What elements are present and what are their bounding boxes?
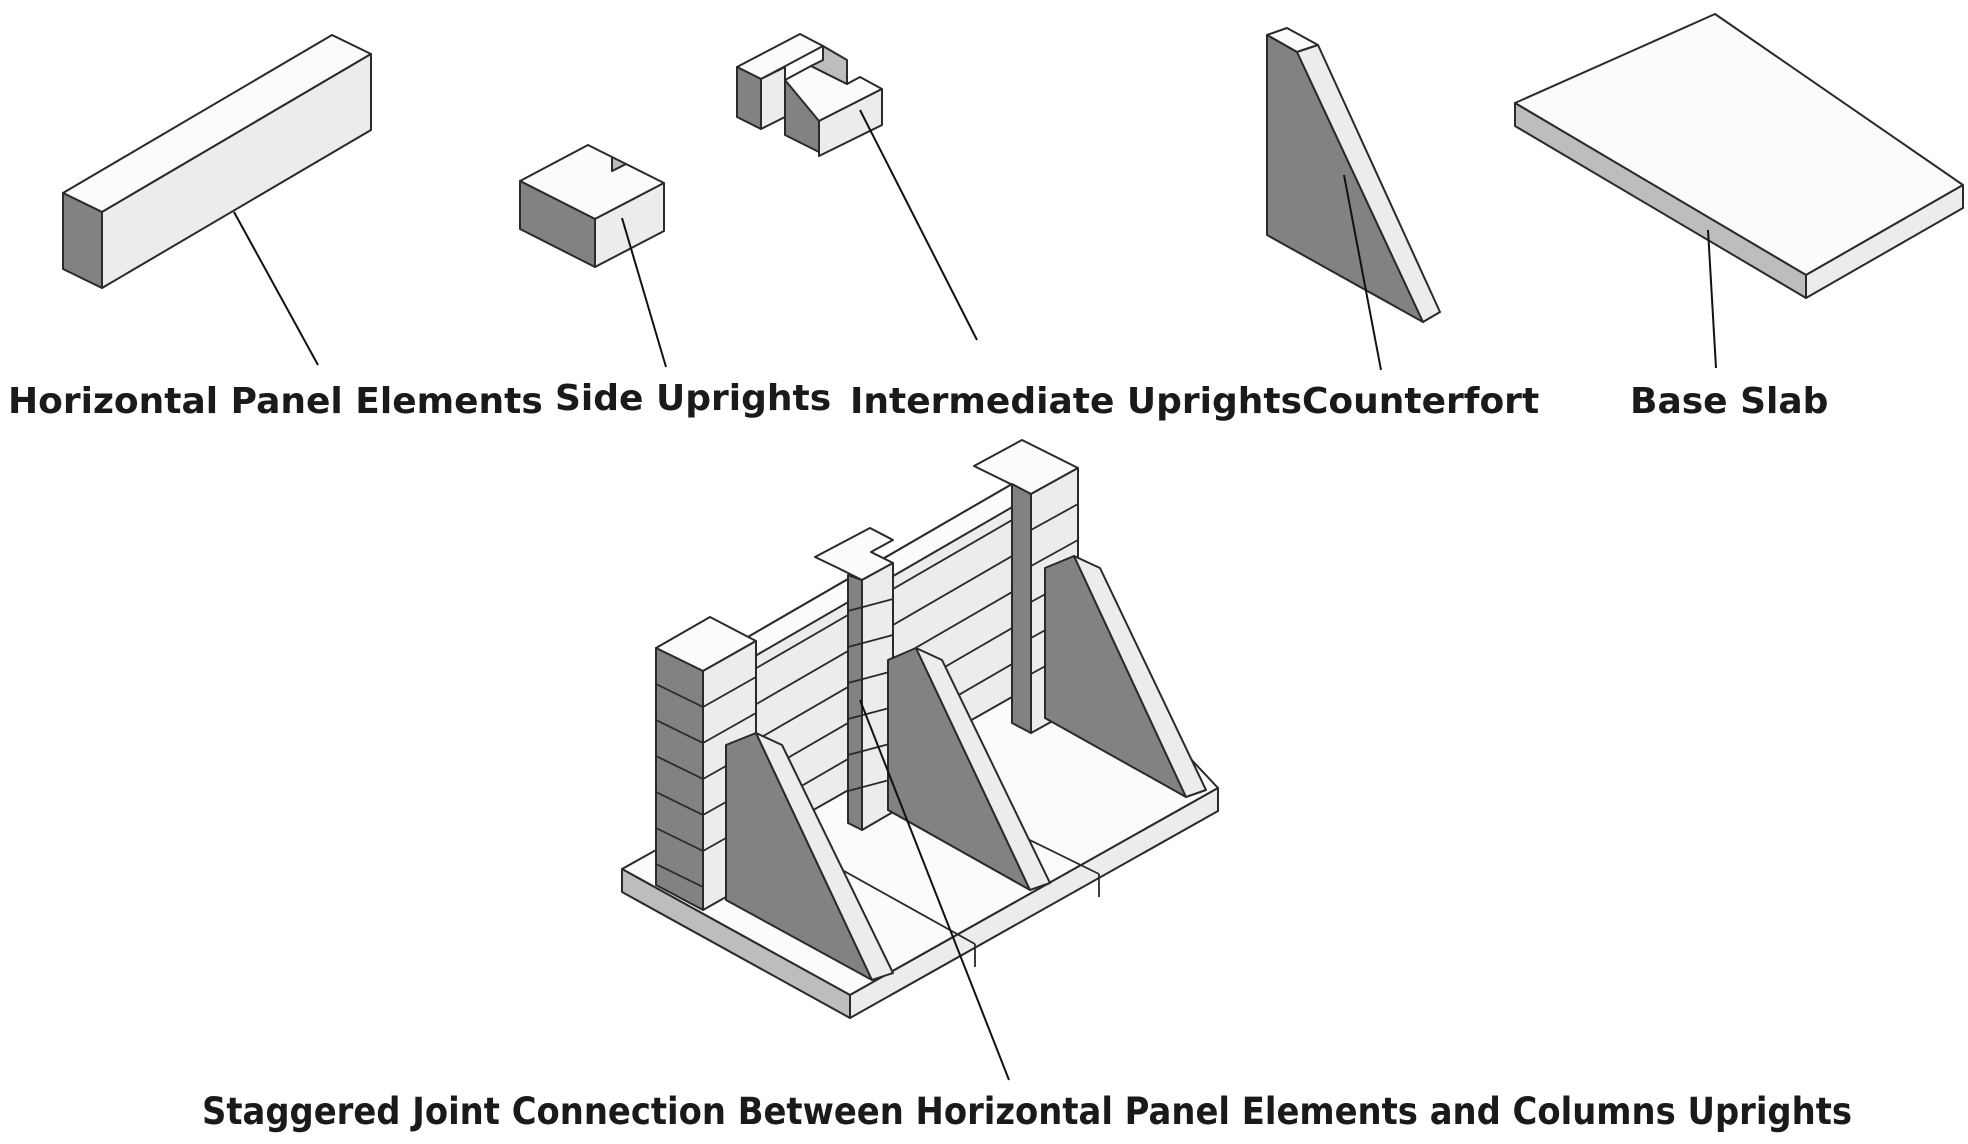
label-intermediate-uprights: Intermediate Uprights — [850, 381, 1302, 422]
assembly-counterfort-3 — [1044, 555, 1207, 798]
label-horizontal-panel-elements: Horizontal Panel Elements — [8, 381, 543, 422]
intermediate-upright-element — [736, 33, 883, 157]
base-slab-element — [1514, 13, 1964, 299]
assembled-retaining-wall — [621, 439, 1219, 1019]
counterfort-leader — [1343, 174, 1382, 371]
intermediate-uprights-leader — [859, 109, 978, 341]
base-slab-leader — [1707, 229, 1717, 369]
label-counterfort: Counterfort — [1302, 381, 1539, 422]
assembly-counterfort-1 — [725, 732, 894, 981]
assembly-counterfort-2 — [887, 647, 1051, 891]
staggered-joint-leader — [859, 699, 1010, 1081]
label-side-uprights: Side Uprights — [555, 378, 831, 419]
horizontal-panel-element — [62, 34, 372, 289]
side-uprights-leader — [621, 217, 667, 368]
counterfort-element — [1266, 27, 1441, 323]
side-upright-element — [519, 144, 665, 268]
label-base-slab: Base Slab — [1630, 381, 1828, 422]
horizontal-panel-leader — [233, 211, 319, 366]
label-staggered-joint-connection: Staggered Joint Connection Between Horiz… — [202, 1090, 1852, 1133]
